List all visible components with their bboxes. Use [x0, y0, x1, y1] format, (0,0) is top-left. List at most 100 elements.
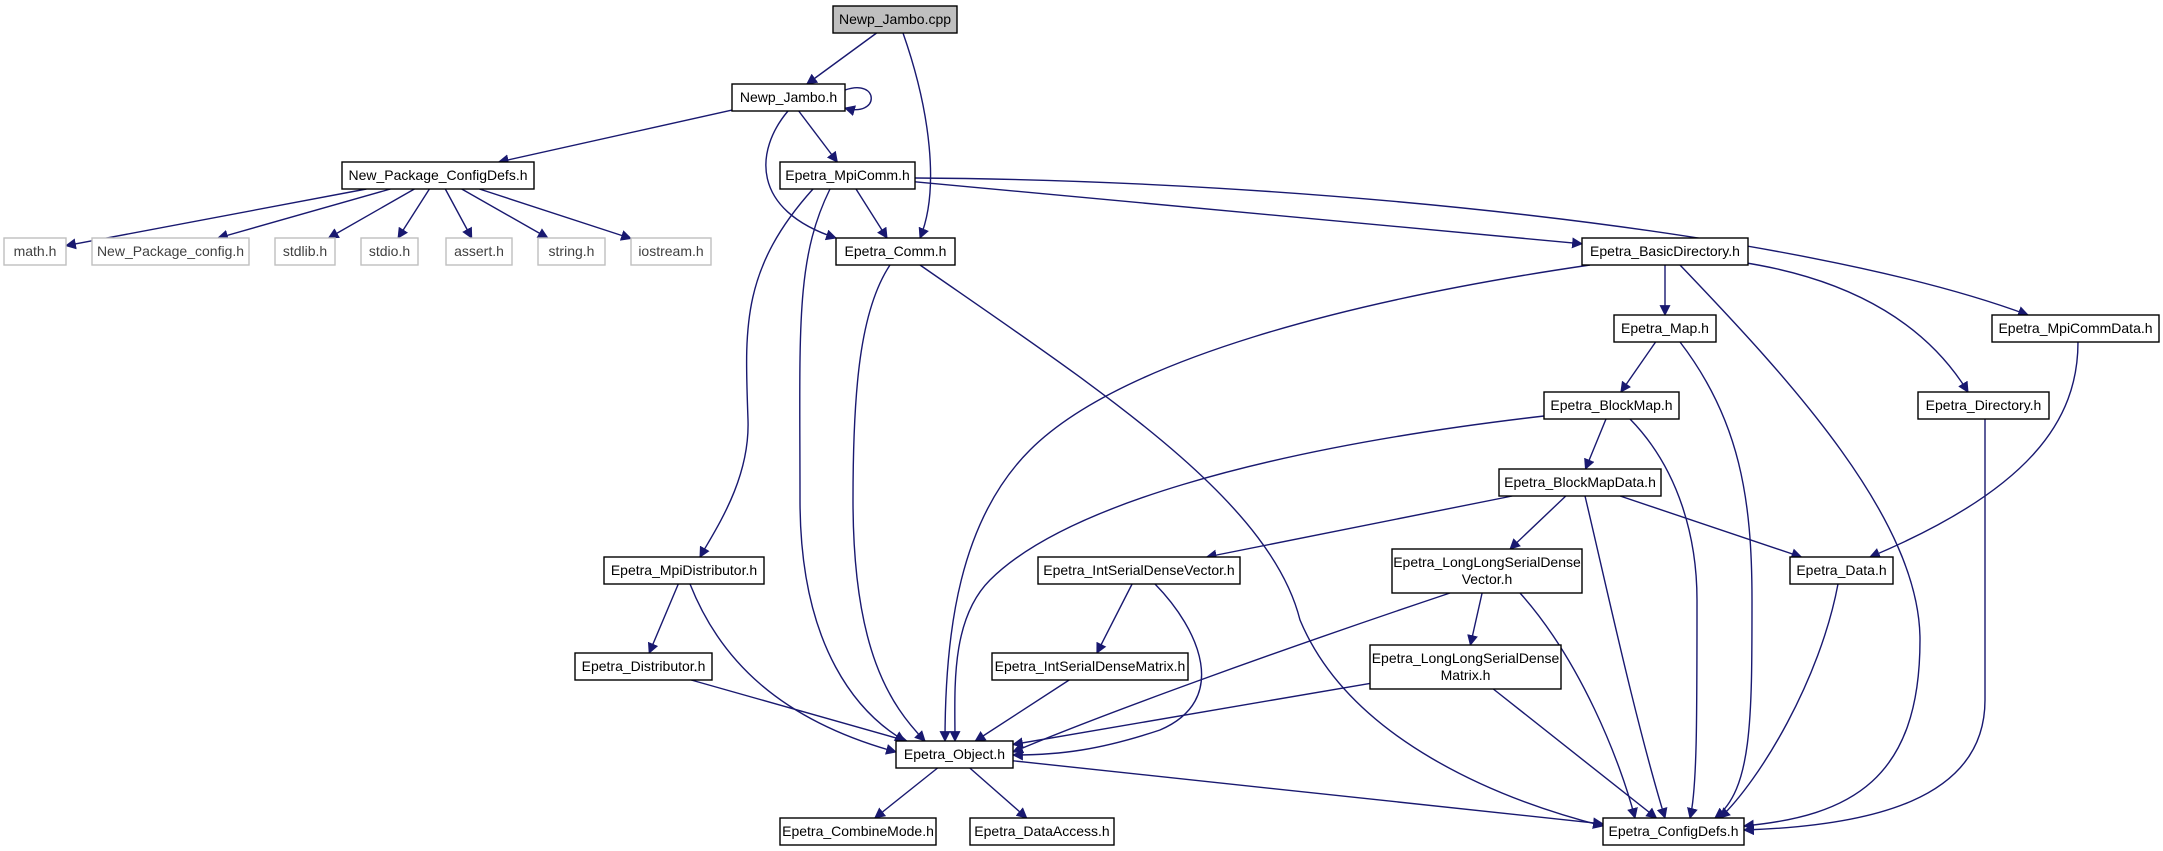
- edge-epetra_blockmap_h-to-epetra_object_h: [949, 415, 1545, 743]
- node-box: [3, 237, 67, 266]
- node-box: [1789, 556, 1894, 585]
- node-box: [1917, 391, 2050, 420]
- node-box: [1581, 237, 1749, 266]
- edge-new_package_configdefs_h-to-math_h: [64, 188, 367, 250]
- node-label: Epetra_MpiCommData.h: [1998, 320, 2152, 336]
- node-label: Epetra_Object.h: [904, 746, 1005, 762]
- node-box: [1498, 468, 1662, 497]
- node-epetra-intserialdensevector-h[interactable]: Epetra_IntSerialDenseVector.h: [1037, 556, 1241, 585]
- edge-new_package_configdefs_h-to-assert_h: [444, 188, 473, 239]
- node-epetra-object-h[interactable]: Epetra_Object.h: [895, 740, 1014, 769]
- node-new-package-config-h: New_Package_config.h: [91, 237, 250, 266]
- edge-epetra_blockmapdata_h-to-epetra_configdefs_h: [1584, 495, 1668, 820]
- edge-epetra_distributor_h-to-epetra_object_h: [691, 679, 908, 744]
- edge-epetra_longlongserialdensevector_h-to-epetra_object_h: [1011, 592, 1451, 754]
- node-math-h: math.h: [3, 237, 67, 266]
- edge-epetra_mpicomm_h-to-epetra_object_h: [799, 188, 906, 742]
- node-epetra-dataaccess-h[interactable]: Epetra_DataAccess.h: [969, 817, 1115, 846]
- node-box: [991, 652, 1189, 681]
- edge-epetra_longlongserialdensevector_h-to-epetra_longlongserialdensematrix_h: [1467, 592, 1483, 647]
- edge-new_package_configdefs_h-to-new_package_config_h: [216, 188, 391, 241]
- node-epetra-intserialdensematrix-h[interactable]: Epetra_IntSerialDenseMatrix.h: [991, 652, 1189, 681]
- node-label: Epetra_Map.h: [1621, 320, 1709, 336]
- node-new-package-configdefs-h[interactable]: New_Package_ConfigDefs.h: [341, 161, 535, 190]
- edge-new_package_configdefs_h-to-stdio_h: [397, 188, 430, 239]
- node-newp-jambo-h[interactable]: Newp_Jambo.h: [731, 83, 846, 112]
- node-box: [360, 237, 419, 266]
- edge-epetra_intserialdensevector_h-to-epetra_intserialdensematrix_h: [1096, 583, 1133, 654]
- node-epetra-blockmapdata-h[interactable]: Epetra_BlockMapData.h: [1498, 468, 1662, 497]
- edge-epetra_longlongserialdensematrix_h-to-epetra_object_h: [1011, 682, 1371, 749]
- edge-epetra_mpidistributor_h-to-epetra_distributor_h: [647, 583, 679, 655]
- node-epetra-distributor-h[interactable]: Epetra_Distributor.h: [574, 652, 713, 681]
- node-stdlib-h: stdlib.h: [274, 237, 336, 266]
- edge-epetra_mpicomm_h-to-epetra_mpidistributor_h: [699, 188, 814, 558]
- edge-epetra_blockmap_h-to-epetra_configdefs_h: [1629, 418, 1698, 820]
- node-box: [1369, 644, 1562, 690]
- node-label: Epetra_BasicDirectory.h: [1590, 243, 1740, 259]
- edge-epetra_basicdirectory_h-to-epetra_directory_h: [1739, 261, 1969, 393]
- node-epetra-data-h[interactable]: Epetra_Data.h: [1789, 556, 1894, 585]
- node-label: Epetra_MpiComm.h: [785, 167, 910, 183]
- edge-newp_jambo_h-to-newp_jambo_h: [843, 87, 872, 116]
- node-assert-h: assert.h: [445, 237, 513, 266]
- node-label: Epetra_BlockMapData.h: [1504, 474, 1656, 490]
- node-box: [895, 740, 1014, 769]
- edge-newp_jambo_h-to-epetra_mpicomm_h: [798, 110, 838, 163]
- edge-epetra_map_h-to-epetra_configdefs_h: [1679, 341, 1753, 819]
- node-label: Epetra_Data.h: [1796, 562, 1886, 578]
- node-epetra-map-h[interactable]: Epetra_Map.h: [1613, 314, 1717, 343]
- node-epetra-basicdirectory-h[interactable]: Epetra_BasicDirectory.h: [1581, 237, 1749, 266]
- node-label: Epetra_LongLongSerialDense: [1372, 650, 1560, 666]
- node-box: [1543, 391, 1680, 420]
- edge-epetra_map_h-to-epetra_blockmap_h: [1620, 341, 1657, 393]
- node-label: Newp_Jambo.h: [740, 89, 837, 105]
- edge-epetra_comm_h-to-epetra_configdefs_h: [919, 264, 1605, 829]
- node-box: [1613, 314, 1717, 343]
- edge-epetra_mpidistributor_h-to-epetra_object_h: [689, 583, 898, 755]
- node-box: [341, 161, 535, 190]
- edge-epetra_intserialdensematrix_h-to-epetra_object_h: [974, 679, 1070, 742]
- node-label: Epetra_DataAccess.h: [974, 823, 1109, 839]
- node-epetra-mpidistributor-h[interactable]: Epetra_MpiDistributor.h: [603, 556, 765, 585]
- edge-epetra_intserialdensevector_h-to-epetra_object_h: [1011, 583, 1203, 761]
- node-box: [779, 161, 916, 190]
- edge-new_package_configdefs_h-to-string_h: [461, 188, 549, 239]
- edge-epetra_blockmapdata_h-to-epetra_longlongserialdensevector_h: [1509, 495, 1567, 550]
- node-label: Epetra_LongLongSerialDense: [1393, 554, 1581, 570]
- edge-new_package_configdefs_h-to-iostream_h: [479, 188, 633, 241]
- edge-new_package_configdefs_h-to-stdlib_h: [327, 188, 415, 239]
- edge-epetra_mpicomm_h-to-epetra_mpicommdata_h: [914, 177, 2030, 317]
- node-label: math.h: [14, 243, 57, 259]
- edge-epetra_basicdirectory_h-to-epetra_configdefs_h: [1679, 264, 1921, 831]
- node-box: [779, 817, 937, 846]
- node-box: [731, 83, 846, 112]
- edge-epetra_data_h-to-epetra_configdefs_h: [1719, 583, 1839, 819]
- edge-epetra_comm_h-to-epetra_object_h: [852, 264, 926, 742]
- node-epetra-directory-h[interactable]: Epetra_Directory.h: [1917, 391, 2050, 420]
- node-box: [603, 556, 765, 585]
- node-epetra-blockmap-h[interactable]: Epetra_BlockMap.h: [1543, 391, 1680, 420]
- edge-newp_jambo_h-to-new_package_configdefs_h: [497, 109, 733, 166]
- node-box: [1391, 548, 1583, 594]
- edges-layer: [64, 32, 2079, 836]
- node-box: [832, 5, 958, 34]
- node-epetra-configdefs-h[interactable]: Epetra_ConfigDefs.h: [1602, 817, 1745, 846]
- node-label: iostream.h: [638, 243, 703, 259]
- node-label: stdlib.h: [283, 243, 327, 259]
- node-box: [969, 817, 1115, 846]
- node-label: Epetra_Directory.h: [1926, 397, 2042, 413]
- node-label: Matrix.h: [1441, 667, 1491, 683]
- node-epetra-comm-h[interactable]: Epetra_Comm.h: [835, 237, 956, 266]
- node-newp-jambo-cpp[interactable]: Newp_Jambo.cpp: [832, 5, 958, 34]
- node-epetra-combinemode-h[interactable]: Epetra_CombineMode.h: [779, 817, 937, 846]
- edge-newp_jambo_h-to-epetra_comm_h: [765, 110, 838, 241]
- node-box: [91, 237, 250, 266]
- node-epetra-mpicommdata-h[interactable]: Epetra_MpiCommData.h: [1991, 314, 2160, 343]
- edge-epetra_blockmapdata_h-to-epetra_data_h: [1619, 495, 1803, 560]
- edge-newp_jambo_cpp-to-newp_jambo_h: [806, 32, 878, 85]
- node-epetra-mpicomm-h[interactable]: Epetra_MpiComm.h: [779, 161, 916, 190]
